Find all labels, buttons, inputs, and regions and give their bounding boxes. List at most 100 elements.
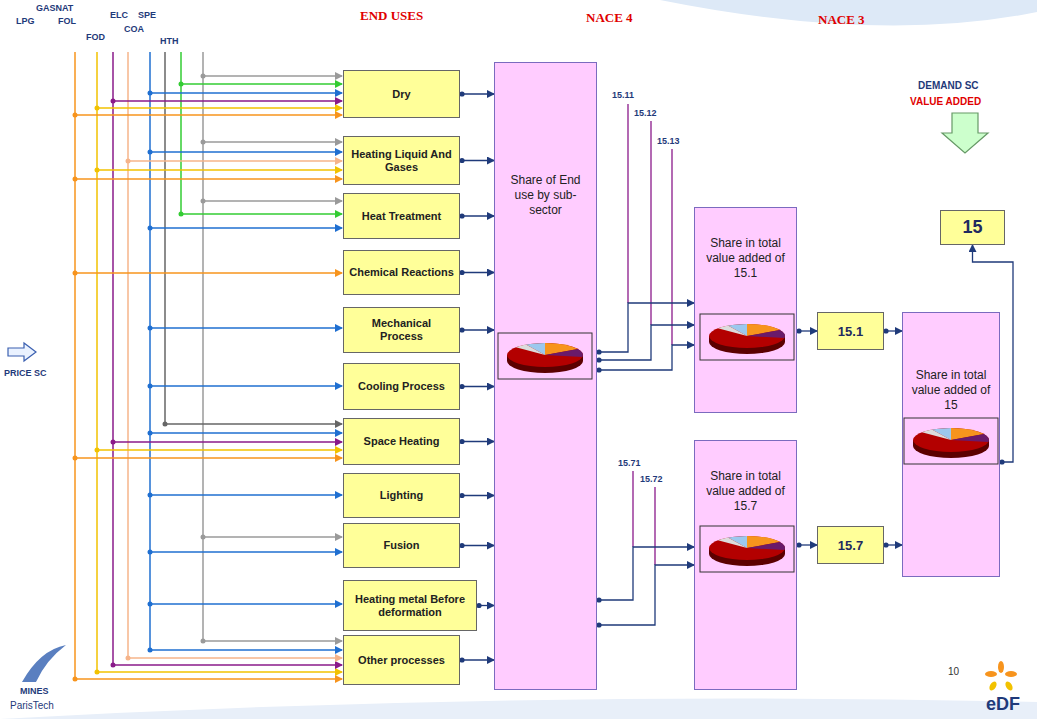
end-use-box: Dry: [343, 70, 460, 118]
box-text: Heating metal Before deformation: [349, 593, 471, 619]
connector: [459, 91, 494, 96]
pie-chart: [498, 314, 998, 572]
box-text: 15.1: [838, 324, 863, 339]
price-arrow: [8, 343, 36, 361]
output-label: DEMAND SC: [918, 80, 979, 91]
box-text: Cooling Process: [358, 380, 445, 393]
box-text: Other processes: [358, 654, 445, 667]
connector: [459, 158, 494, 163]
fuel-branch: [75, 115, 342, 679]
end-use-box: Heating Liquid And Gases: [343, 136, 460, 185]
end-use-box: Heat Treatment: [343, 193, 460, 239]
connector: [459, 493, 494, 498]
nace-code: 15.12: [634, 108, 657, 118]
box-text: Fusion: [383, 539, 419, 552]
fuel-name: FOD: [86, 32, 105, 42]
connector: [459, 543, 494, 548]
box-text: Share of End use by sub- sector: [500, 173, 591, 218]
connector: [459, 327, 494, 332]
fuel-branch: [203, 76, 342, 641]
end-use-box: Cooling Process: [343, 363, 460, 410]
mines-logo: [22, 645, 66, 682]
connector: [459, 213, 494, 218]
nace-code: 15.72: [640, 474, 663, 484]
fuel-branch: [150, 93, 342, 650]
connector: [796, 542, 817, 547]
connector: [596, 565, 694, 628]
connector: [596, 345, 694, 373]
fuel-line: [75, 52, 203, 679]
box-text: Heating Liquid And Gases: [349, 148, 454, 174]
fuel-branch: [181, 84, 342, 214]
end-use-box: Other processes: [343, 635, 460, 685]
share-panel: Share of End use by sub- sector: [494, 62, 597, 690]
column-heading: END USES: [360, 8, 423, 24]
end-use-box: Heating metal Before deformation: [343, 580, 477, 631]
sector-box: 15: [940, 210, 1005, 245]
box-text: Share in total value added of 15.7: [700, 469, 791, 514]
nace-code: 15.11: [612, 90, 634, 100]
sector-box: 15.7: [817, 526, 884, 564]
share-panel: Share in total value added of 15.1: [694, 207, 797, 413]
edf-logo: [985, 661, 1017, 692]
box-text: Chemical Reactions: [349, 266, 454, 279]
fuel-name: FOL: [58, 16, 76, 26]
connector: [596, 303, 694, 355]
connector: [476, 603, 494, 608]
fuel-branch: [97, 108, 342, 672]
fuel-name: SPE: [138, 10, 156, 20]
junction-dot: [73, 74, 206, 682]
end-use-box: Mechanical Process: [343, 307, 460, 353]
box-text: Heat Treatment: [362, 210, 441, 223]
column-heading: NACE 4: [586, 10, 633, 26]
connector: [459, 384, 494, 389]
logo-text: MINES: [20, 686, 49, 696]
sector-box: 15.1: [817, 312, 884, 350]
end-use-box: Chemical Reactions: [343, 250, 460, 295]
connector: [973, 245, 1014, 465]
box-text: Share in total value added of 15: [908, 368, 994, 413]
logo-text: eDF: [986, 694, 1020, 715]
box-text: Space Heating: [364, 435, 440, 448]
fuel-name: ELC: [110, 10, 128, 20]
end-use-box: Lighting: [343, 473, 460, 518]
connector: [596, 325, 694, 363]
logo-text: ParisTech: [10, 700, 54, 711]
box-text: Lighting: [380, 489, 423, 502]
fuel-branch: [165, 423, 342, 425]
nace-code: 15.13: [657, 136, 680, 146]
nace-code: 15.71: [618, 458, 641, 468]
connector: [883, 328, 902, 333]
fuel-name: LPG: [16, 16, 35, 26]
share-panel: Share in total value added of 15: [902, 312, 1000, 577]
end-use-box: Fusion: [343, 523, 460, 568]
output-label: VALUE ADDED: [910, 96, 981, 107]
box-text: 15: [962, 217, 982, 238]
connector: [459, 270, 494, 275]
share-panel: Share in total value added of 15.7: [694, 440, 797, 690]
fuel-name: HTH: [160, 36, 179, 46]
input-label: PRICE SC: [4, 368, 47, 378]
box-text: 15.7: [838, 538, 863, 553]
connector: [883, 542, 902, 547]
nace-stem: [628, 104, 672, 565]
fuel-branch: [113, 101, 342, 665]
demand-arrow: [942, 113, 988, 153]
connector: [796, 328, 817, 333]
end-use-box: Space Heating: [343, 418, 460, 465]
connector: [596, 547, 694, 603]
panel-grounds: [494, 62, 1000, 690]
fuel-name: GASNAT: [36, 3, 73, 13]
box-text: Mechanical Process: [349, 317, 454, 343]
connector: [459, 657, 494, 662]
page-number: 10: [948, 666, 959, 677]
box-text: Dry: [392, 88, 410, 101]
fuel-name: COA: [124, 24, 144, 34]
fuel-branch: [128, 161, 342, 658]
box-text: Share in total value added of 15.1: [700, 236, 791, 281]
